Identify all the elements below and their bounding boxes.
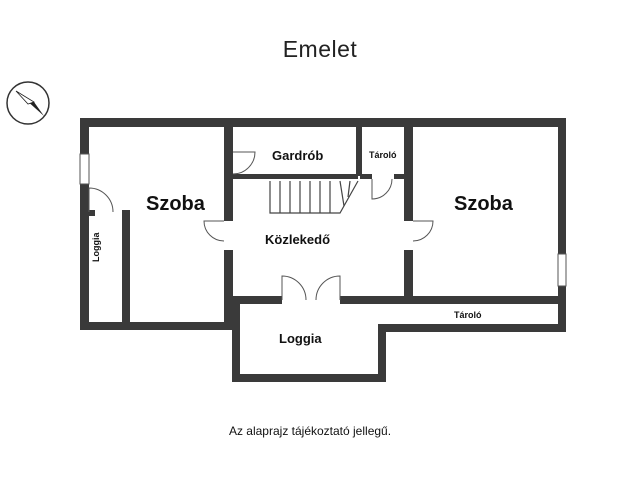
doors xyxy=(88,151,434,301)
room-label-hallway: Közlekedő xyxy=(265,232,331,247)
north-arrow-icon xyxy=(6,81,50,125)
interior-walls xyxy=(89,118,566,330)
room-label-storage-right: Tároló xyxy=(454,310,482,320)
room-label-loggia-left: Loggia xyxy=(91,232,101,263)
outer-walls xyxy=(80,118,566,382)
staircase xyxy=(269,180,359,214)
room-label-wardrobe: Gardrób xyxy=(272,148,324,163)
room-label-loggia-bottom: Loggia xyxy=(279,331,322,346)
room-label-left: Szoba xyxy=(146,193,205,215)
windows xyxy=(79,153,567,287)
room-label-storage-top: Tároló xyxy=(369,150,397,160)
disclaimer-note: Az alaprajz tájékoztató jellegű. xyxy=(228,424,392,438)
room-label-right: Szoba xyxy=(454,193,513,215)
plan-title: Emelet xyxy=(282,36,358,62)
